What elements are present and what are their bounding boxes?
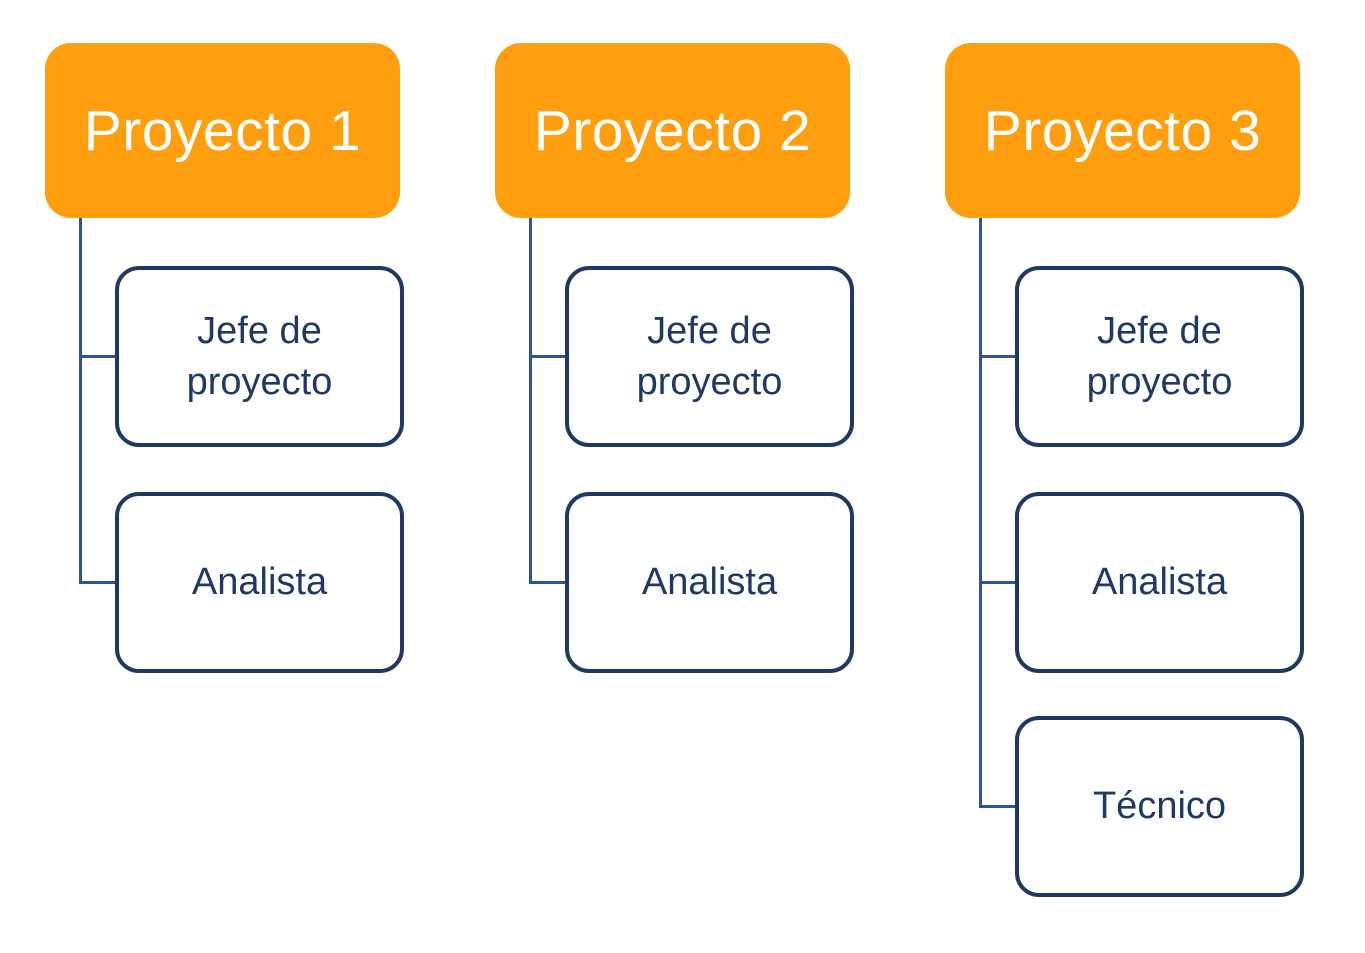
role-label: Jefe de proyecto	[186, 310, 333, 403]
role-label: Analista	[641, 561, 778, 604]
project-title: Proyecto 3	[983, 98, 1262, 163]
connector-vertical-line	[529, 218, 532, 583]
role-node: Analista	[565, 492, 854, 673]
role-node: Jefe de proyecto	[115, 266, 404, 447]
role-node: Jefe de proyecto	[1015, 266, 1304, 447]
project-header-box: Proyecto 3	[945, 43, 1300, 218]
connector-stub	[529, 355, 567, 358]
project-title: Proyecto 2	[533, 98, 812, 163]
connector-stub	[979, 805, 1017, 808]
project-column-3: Proyecto 3 Jefe de proyecto Analista Téc…	[945, 43, 1305, 923]
connector-stub	[979, 355, 1017, 358]
project-column-2: Proyecto 2 Jefe de proyecto Analista	[495, 43, 855, 923]
project-title: Proyecto 1	[83, 98, 362, 163]
role-label: Analista	[191, 561, 328, 604]
role-node: Jefe de proyecto	[565, 266, 854, 447]
role-node: Analista	[1015, 492, 1304, 673]
role-label: Jefe de proyecto	[1086, 310, 1233, 403]
role-node: Técnico	[1015, 716, 1304, 897]
connector-stub	[529, 581, 567, 584]
connector-vertical-line	[79, 218, 82, 583]
role-label: Jefe de proyecto	[636, 310, 783, 403]
role-label: Analista	[1091, 561, 1228, 604]
connector-stub	[79, 581, 117, 584]
project-column-1: Proyecto 1 Jefe de proyecto Analista	[45, 43, 405, 923]
role-label: Técnico	[1092, 785, 1227, 828]
project-header-box: Proyecto 1	[45, 43, 400, 218]
connector-stub	[979, 581, 1017, 584]
role-node: Analista	[115, 492, 404, 673]
connector-vertical-line	[979, 218, 982, 807]
project-header-box: Proyecto 2	[495, 43, 850, 218]
connector-stub	[79, 355, 117, 358]
